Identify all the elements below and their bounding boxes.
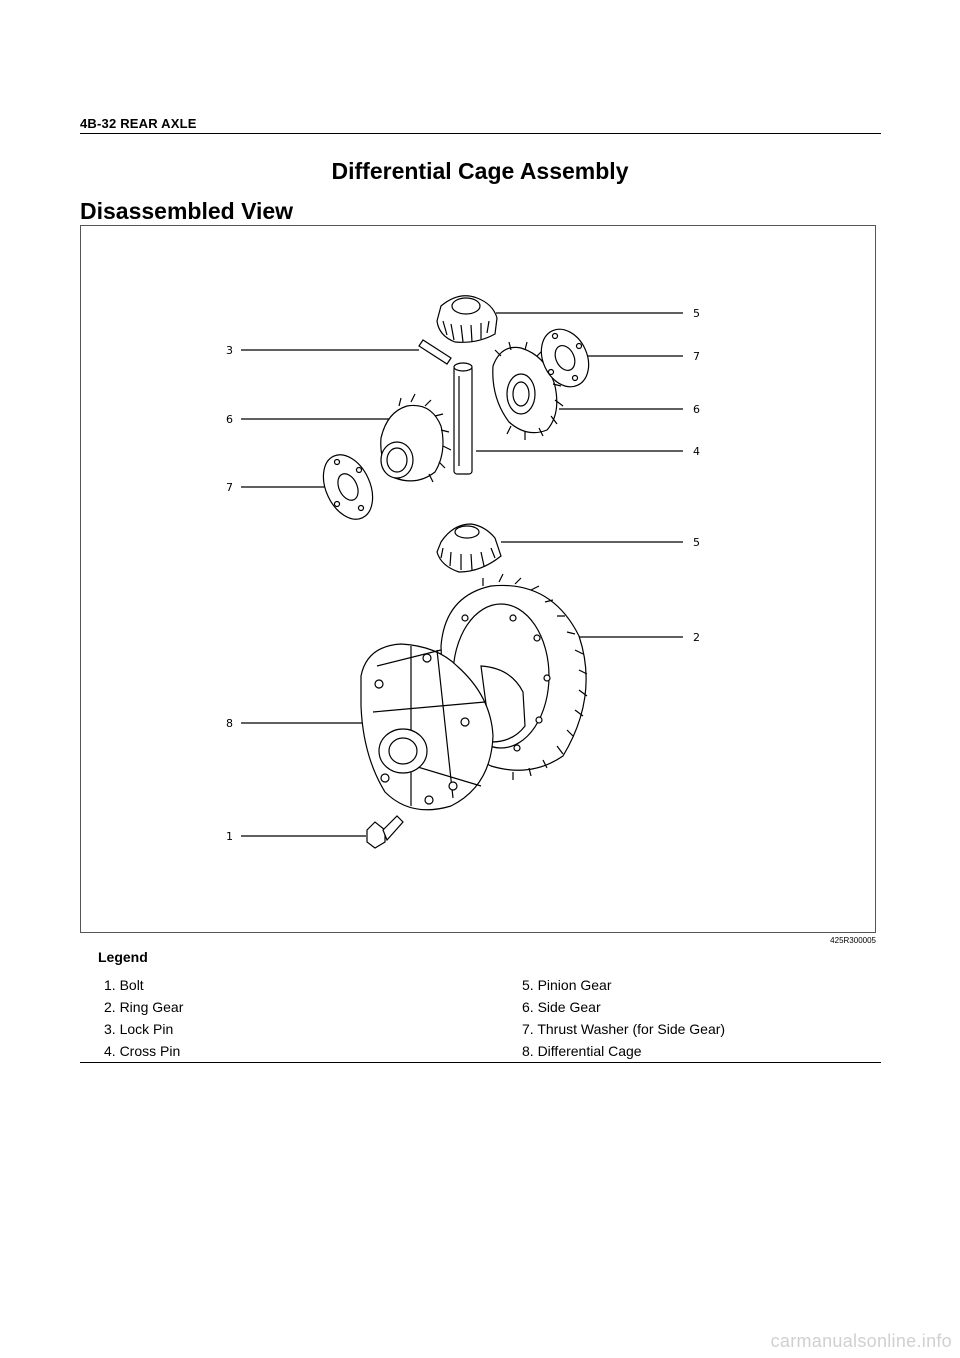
- page-title: Differential Cage Assembly: [331, 158, 629, 184]
- callout-7-right: 7: [693, 350, 700, 363]
- pinion-gear-upper: [436, 295, 498, 343]
- differential-cage: [360, 643, 526, 811]
- figure-id: 425R300005: [830, 936, 876, 945]
- lock-pin: [418, 339, 452, 365]
- page-subtitle: Disassembled View: [80, 198, 294, 224]
- callout-3: 3: [226, 344, 233, 357]
- legend-item: 4. Cross Pin: [104, 1043, 181, 1059]
- header-rule: [80, 133, 881, 134]
- callout-8: 8: [226, 717, 233, 730]
- callout-6-left: 6: [226, 413, 233, 426]
- side-gear-right: [492, 341, 564, 440]
- thrust-washer-left: [322, 454, 374, 520]
- bolt: [366, 815, 404, 849]
- pinion-gear-lower: [436, 523, 502, 573]
- section-header: 4B-32 REAR AXLE: [80, 116, 197, 131]
- legend-item: 2. Ring Gear: [104, 999, 184, 1015]
- legend-bottom-rule: [80, 1062, 881, 1063]
- side-gear-left: [380, 393, 452, 483]
- legend-column-right: 5. Pinion Gear 6. Side Gear 7. Thrust Wa…: [522, 977, 725, 1065]
- callout-4: 4: [693, 445, 700, 458]
- cross-pin: [453, 362, 473, 475]
- exploded-diagram: 5 3 7 6 6 4 7 5 2 8 1: [80, 225, 876, 933]
- legend-item: 1. Bolt: [104, 977, 144, 993]
- callout-5-upper: 5: [693, 307, 700, 320]
- site-watermark: carmanualsonline.info: [770, 1331, 952, 1351]
- legend-item: 7. Thrust Washer (for Side Gear): [522, 1021, 726, 1037]
- callout-6-right: 6: [693, 403, 700, 416]
- exploded-diagram-drawing: 5 3 7 6 6 4 7 5 2 8 1: [226, 295, 700, 849]
- callout-5-lower: 5: [693, 536, 700, 549]
- callout-2: 2: [693, 631, 700, 644]
- legend-heading: Legend: [98, 949, 148, 965]
- callout-7-left: 7: [226, 481, 233, 494]
- thrust-washer-right: [540, 328, 590, 388]
- legend-item: 5. Pinion Gear: [522, 977, 612, 993]
- legend-column-left: 1. Bolt 2. Ring Gear 3. Lock Pin 4. Cros…: [104, 977, 183, 1065]
- callout-1: 1: [226, 830, 233, 843]
- legend-item: 6. Side Gear: [522, 999, 601, 1015]
- legend-item: 8. Differential Cage: [522, 1043, 642, 1059]
- legend-item: 3. Lock Pin: [104, 1021, 174, 1037]
